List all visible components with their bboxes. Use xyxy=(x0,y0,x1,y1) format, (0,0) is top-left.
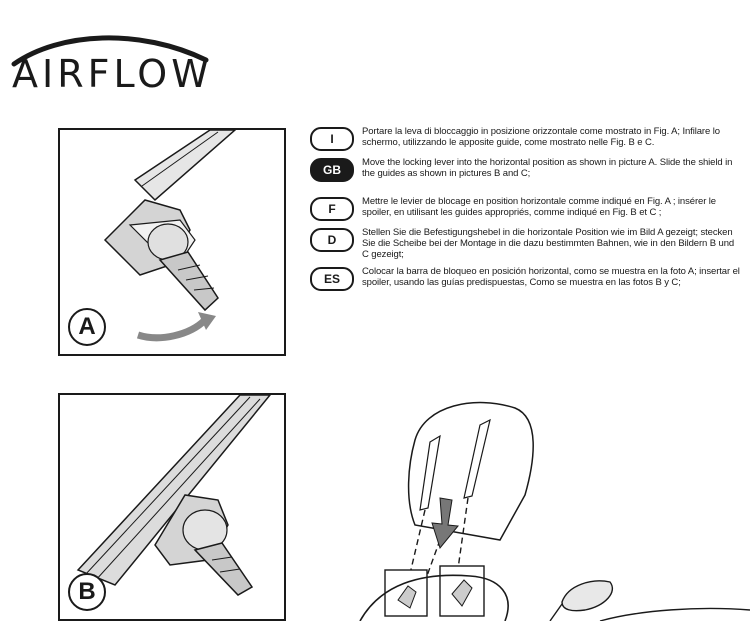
instruction-text: Colocar la barra de bloqueo en posición … xyxy=(362,266,740,288)
airflow-logo: AIRFLOW xyxy=(10,30,210,100)
down-arrow-icon xyxy=(431,497,459,550)
figure-b-label: B xyxy=(68,573,106,611)
instruction-text: Stellen Sie die Befestigungshebel in die… xyxy=(362,227,735,260)
instruction-text: Move the locking lever into the horizont… xyxy=(362,157,733,179)
instructions-list: I Portare la leva di bloccaggio in posiz… xyxy=(310,126,742,297)
shield-insert-figure-b-illustration xyxy=(76,395,271,596)
instruction-text: Mettre le levier de blocage en position … xyxy=(362,196,716,218)
instruction-german: D Stellen Sie die Befestigungshebel in d… xyxy=(310,227,742,260)
instruction-spanish: ES Colocar la barra de bloqueo en posici… xyxy=(310,266,742,291)
instruction-text: Portare la leva di bloccaggio in posizio… xyxy=(362,126,720,148)
fairing-outline xyxy=(359,574,509,621)
instruction-english: GB Move the locking lever into the horiz… xyxy=(310,157,742,182)
figure-a-panel: A xyxy=(58,128,286,356)
instruction-italian: I Portare la leva di bloccaggio in posiz… xyxy=(310,126,742,151)
logo-text: AIRFLOW xyxy=(12,52,213,96)
lever-figure-a-illustration xyxy=(103,130,237,342)
language-badge-f: F xyxy=(310,197,354,221)
figure-a-label: A xyxy=(68,308,106,346)
instruction-french: F Mettre le levier de blocage en positio… xyxy=(310,196,742,221)
language-badge-es: ES xyxy=(310,267,354,291)
figure-b-panel: B xyxy=(58,393,286,621)
shield-mounting-diagram xyxy=(359,401,750,621)
mirror-outline xyxy=(561,580,613,612)
language-badge-d: D xyxy=(310,228,354,252)
logo-arc-icon xyxy=(11,35,209,67)
language-badge-i: I xyxy=(310,127,354,151)
language-badge-gb: GB xyxy=(310,158,354,182)
